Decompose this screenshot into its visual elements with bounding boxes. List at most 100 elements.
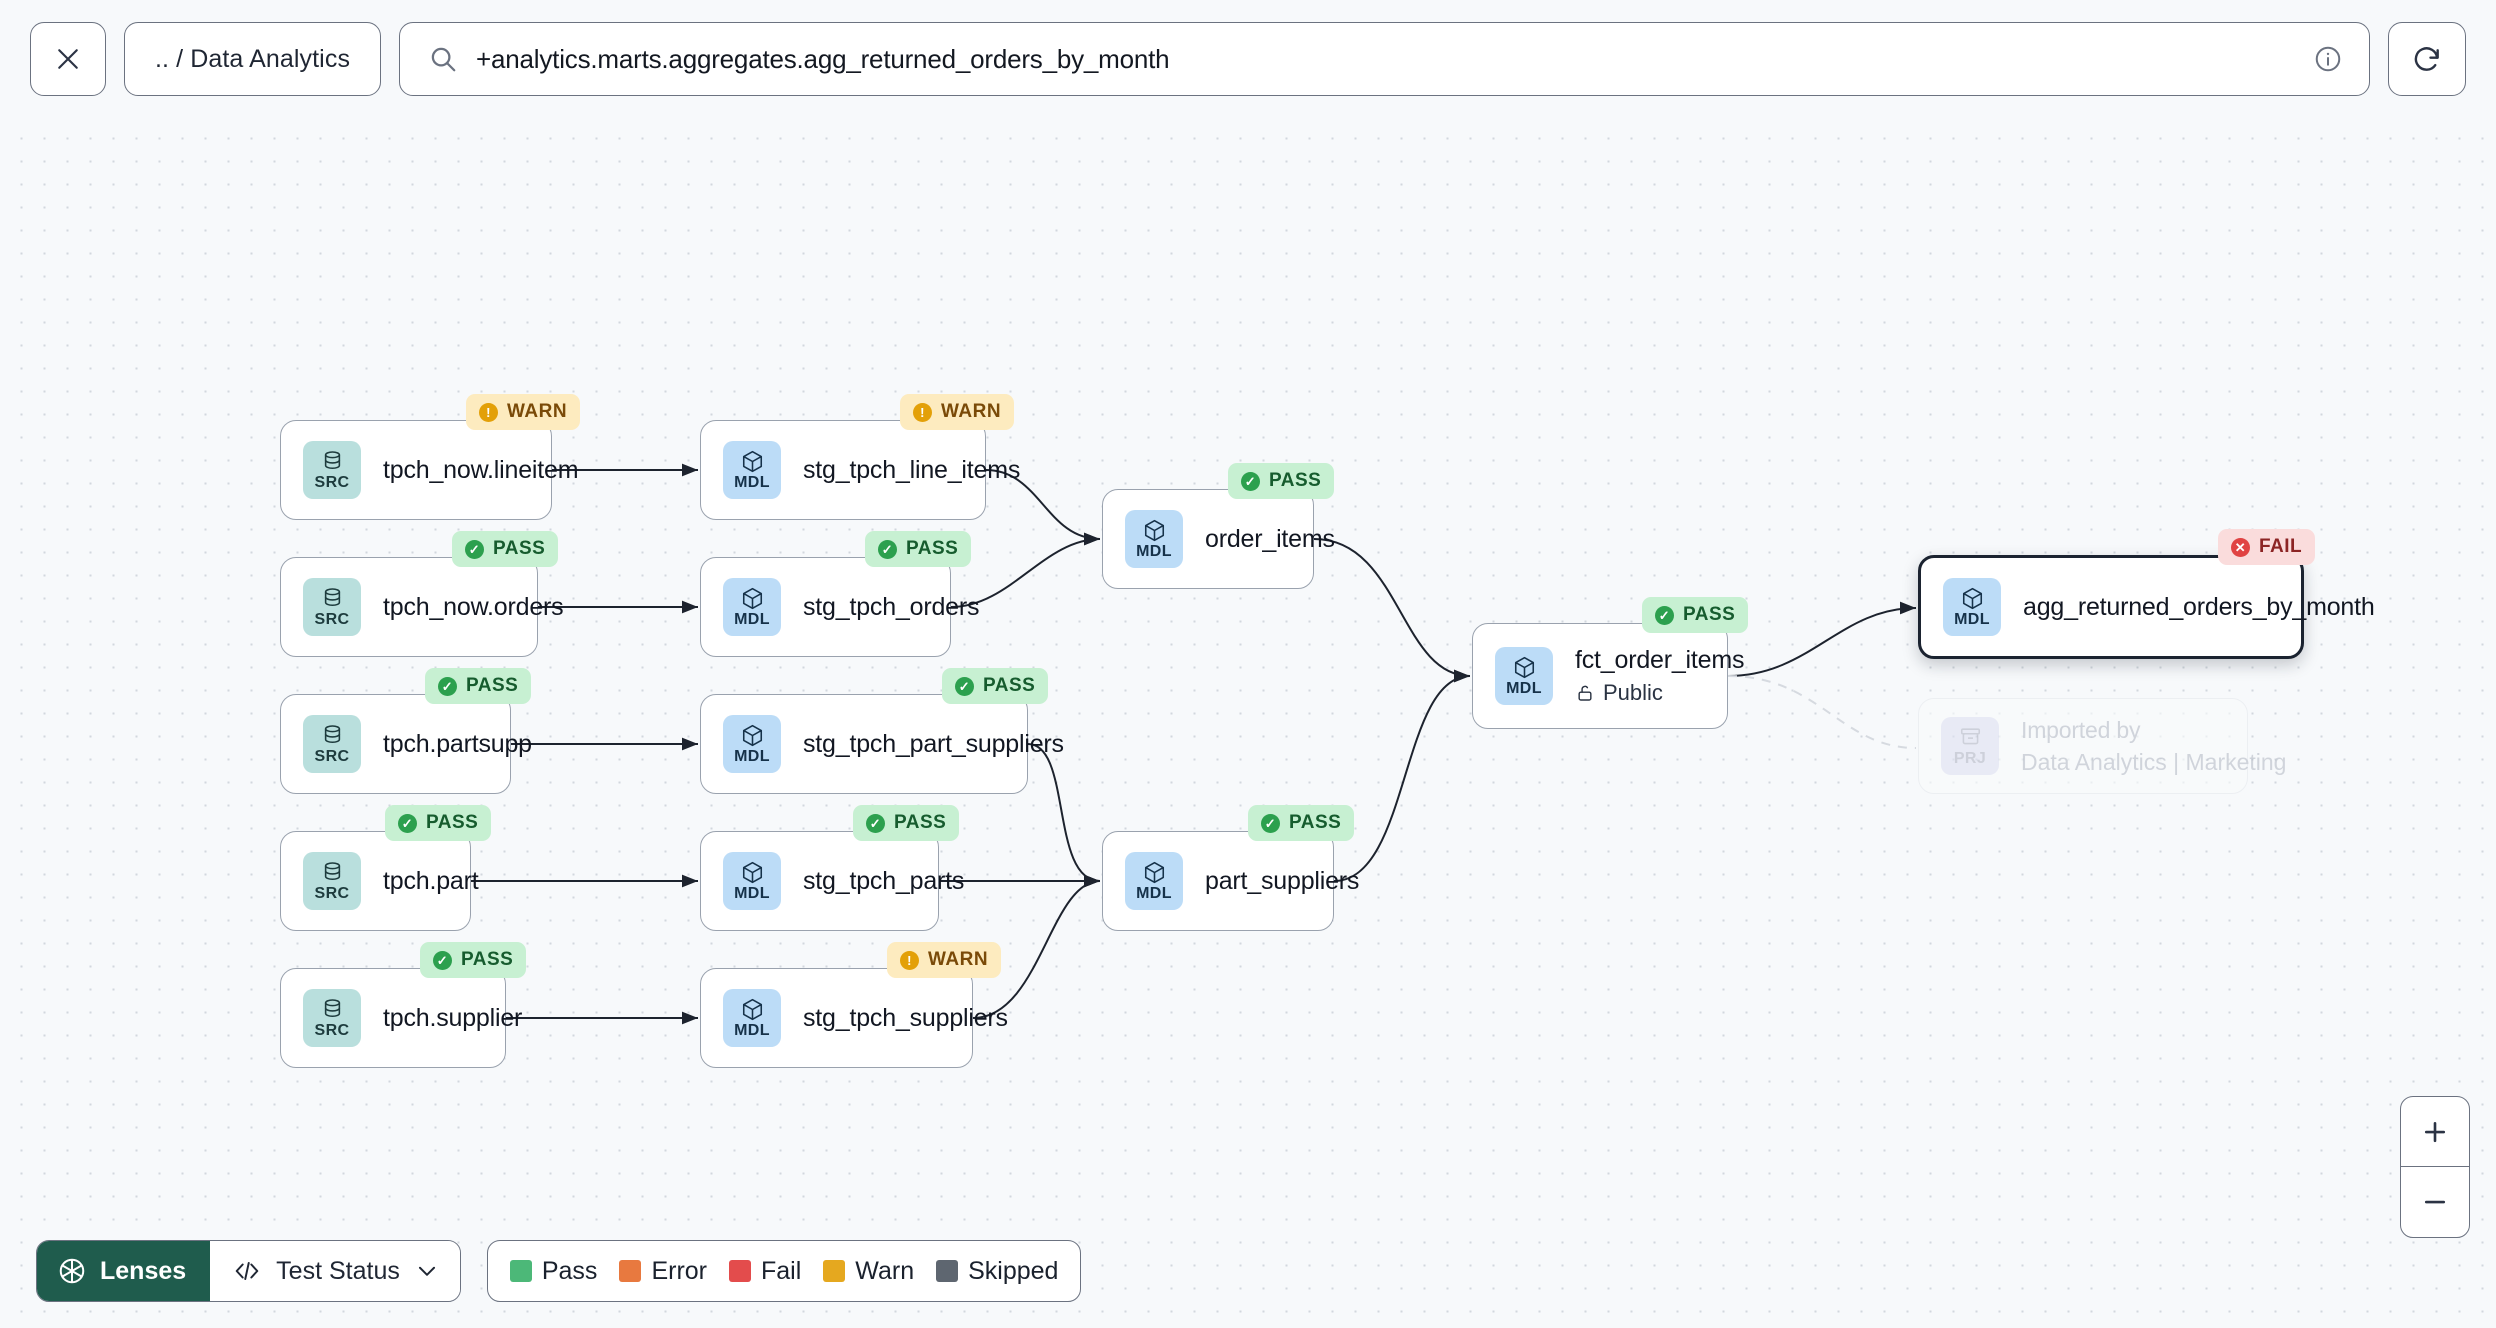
graph-node-stg_tpch_parts[interactable]: MDL stg_tpch_parts [700,831,964,931]
lenses-button[interactable]: Lenses [37,1241,211,1301]
status-badge-stg_tpch_line_items[interactable]: !WARN [900,394,1015,430]
close-button[interactable] [30,22,106,96]
legend-item-error[interactable]: Error [619,1257,707,1286]
status-badge-tpch_part[interactable]: ✓PASS [385,805,492,841]
zoom-in-button[interactable] [2401,1097,2469,1167]
status-badge-stg_tpch_parts[interactable]: ✓PASS [853,805,960,841]
legend-swatch-icon [509,1260,532,1282]
database-icon [324,451,340,470]
node-name: stg_tpch_orders [803,592,980,621]
status-badge-part_suppliers[interactable]: ✓ PASS [1248,805,1355,841]
status-dot-icon: ✓ [878,539,897,559]
breadcrumb-label: .. / Data Analytics [155,44,351,73]
node-type-tile-mdl: MDL [723,852,781,910]
status-badge-order_items[interactable]: ✓PASS [1228,463,1335,499]
legend-swatch-icon [729,1260,751,1282]
node-text: stg_tpch_parts [803,867,964,896]
status-dot-icon: ✓ [1261,813,1280,833]
node-type-tile-src: SRC [303,578,361,636]
status-badge-tpch_now_lineitem[interactable]: !WARN [466,394,581,430]
status-badge-tpch_partsupp[interactable]: ✓PASS [425,668,532,704]
cube-icon [742,587,762,610]
search-icon [431,47,456,72]
node-subtitle: Data Analytics | Marketing [2021,749,2286,776]
graph-node-tpch_now_lineitem[interactable]: SRC tpch_now.lineitem [280,420,579,520]
node-text: tpch.part [383,867,479,896]
legend-label: Pass [541,1256,598,1285]
legend-item-warn[interactable]: Warn [823,1257,914,1286]
status-badge-stg_tpch_orders[interactable]: ✓PASS [865,531,972,567]
node-name: stg_tpch_line_items [803,455,1021,484]
node-text: tpch.partsupp [383,729,532,759]
legend-item-fail[interactable]: Fail [729,1257,801,1286]
cube-icon [742,450,762,473]
legend-item-pass[interactable]: Pass [509,1256,598,1286]
status-dot-icon: ✓ [438,676,457,696]
bottom-toolbar: Lenses Test Status Pass Error Fail Warn Skip… [36,1240,1082,1302]
node-type-tile-mdl: MDL [1495,647,1553,705]
status-badge-label: PASS [1683,604,1736,625]
status-dot-icon: ✓ [1241,471,1260,491]
status-badge-label: PASS [1289,812,1342,833]
legend-swatch-icon [619,1260,642,1282]
node-name: tpch_now.lineitem [383,455,579,484]
refresh-button[interactable] [2388,22,2466,96]
legend-swatch-icon [936,1260,959,1282]
test-status-dropdown[interactable]: Test Status [210,1241,460,1301]
node-type-tile-mdl: MDL [723,715,781,773]
status-badge-label: FAIL [2259,536,2303,557]
search-bar[interactable] [399,22,2370,96]
status-badge-fct_order_items[interactable]: ✓PASS [1642,597,1749,633]
legend-label: Error [651,1256,707,1285]
node-type-tile-mdl: MDL [1125,852,1183,910]
node-type-tile-mdl: MDL [1125,510,1183,568]
node-text: order_items [1205,525,1335,554]
breadcrumb[interactable]: .. / Data Analytics [124,22,382,96]
status-badge-stg_tpch_part_suppliers[interactable]: ✓PASS [942,668,1049,704]
zoom-out-button[interactable] [2401,1167,2469,1237]
legend-item-skipped[interactable]: Skipped [936,1257,1058,1286]
top-toolbar: .. / Data Analytics [0,0,2496,118]
cube-icon [742,724,762,747]
node-type-label: SRC [314,474,350,491]
status-dot-icon: ! [479,402,498,422]
graph-node-part_suppliers[interactable]: MDL part_suppliers [1102,831,1359,931]
database-icon [324,999,340,1018]
unlock-icon [1578,685,1592,701]
node-type-label: MDL [1954,611,1990,628]
status-badge-tpch_now_orders[interactable]: ✓PASS [452,531,559,567]
legend-label: Skipped [968,1256,1059,1285]
node-type-label: MDL [1136,885,1172,902]
minus-icon [2424,1200,2446,1204]
status-badge-agg_returned_orders_by_month[interactable]: ✕FAIL [2218,529,2316,565]
lenses-label: Lenses [100,1256,187,1285]
node-text: part_suppliers [1205,867,1359,896]
node-type-tile-mdl: MDL [723,989,781,1047]
status-badge-stg_tpch_suppliers[interactable]: !WARN [887,942,1002,978]
node-name: tpch.partsupp [383,729,532,758]
graph-node-stg_tpch_suppliers[interactable]: MDL stg_tpch_suppliers [700,968,1008,1068]
status-badge-label: PASS [493,538,546,559]
node-text: stg_tpch_suppliers [803,1004,1008,1033]
search-input[interactable] [476,43,2295,75]
node-subtitle: Public [1575,680,1727,706]
status-badge-label: PASS [426,812,479,833]
info-icon[interactable] [2313,44,2343,74]
status-badge-tpch_supplier[interactable]: ✓PASS [420,942,527,978]
test-status-label: Test Status [276,1256,400,1285]
graph-node-order_items[interactable]: MDL order_items [1102,489,1335,589]
legend-swatch-icon [823,1260,846,1282]
